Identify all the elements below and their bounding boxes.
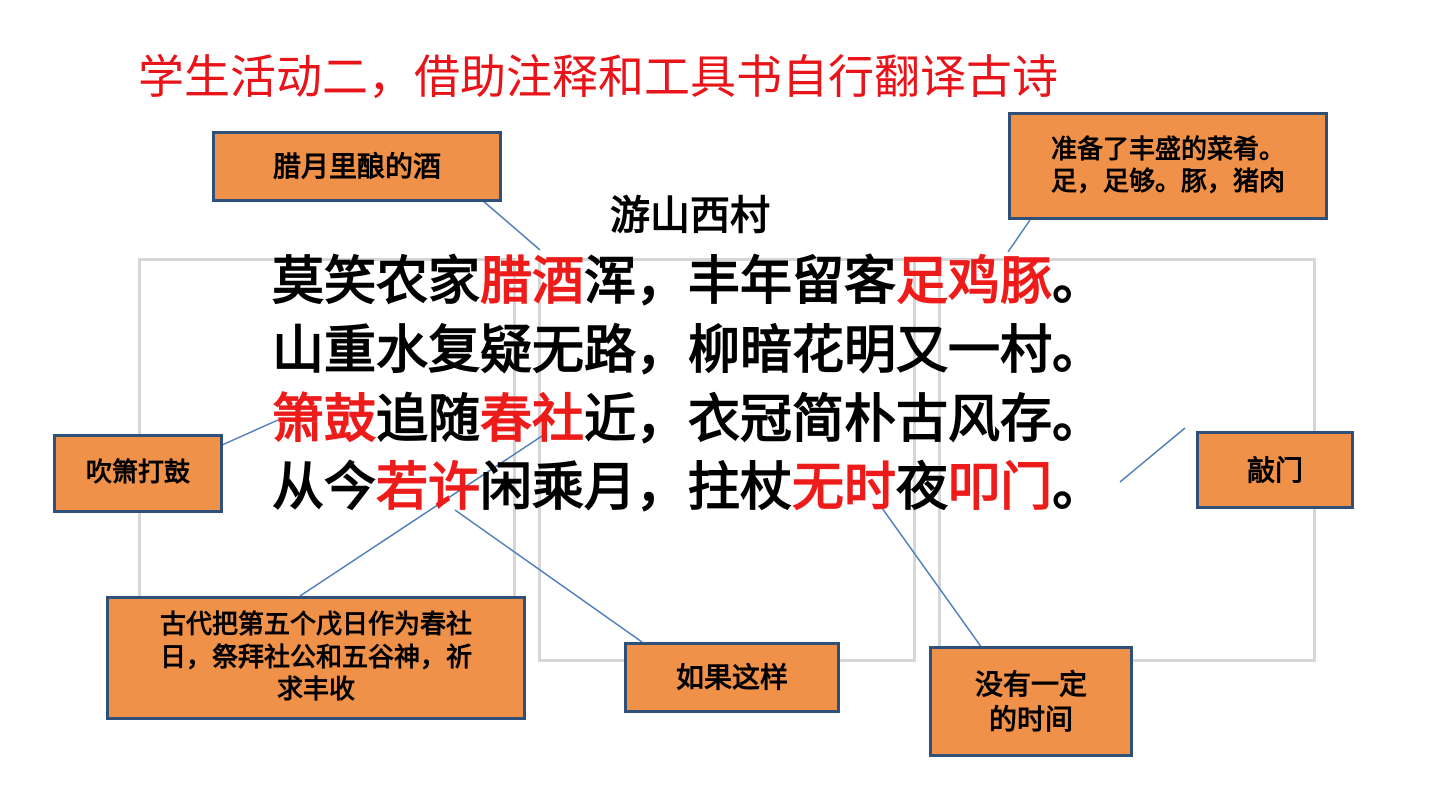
note-chunshe-line3: 求丰收: [276, 675, 355, 706]
note-xiaogu: 吹箫打鼓: [53, 434, 223, 513]
connector-zujitun: [1007, 219, 1031, 253]
note-wushi-line1: 没有一定: [974, 667, 1087, 701]
poem-line-4: 从今若许闲乘月，拄杖无时夜叩门。: [272, 458, 1105, 518]
poem-highlight-zujitun: 足鸡豚: [896, 252, 1053, 312]
poem-segment: 追随: [376, 390, 481, 450]
connector-chunshe: [299, 433, 546, 597]
note-koumen: 敲门: [1196, 431, 1354, 509]
poem-segment: 。: [1052, 458, 1105, 518]
note-zujitun-line1: 准备了丰盛的菜肴。: [1050, 134, 1285, 165]
note-zujitun: 准备了丰盛的菜肴。 足，足够。豚，猪肉: [1008, 112, 1328, 220]
poem-segment: 山重水复疑无路，柳暗花明又一村。: [272, 321, 1105, 381]
note-zujitun-line2: 足，足够。豚，猪肉: [1050, 167, 1285, 197]
note-layue-text: 腊月里酿的酒: [272, 150, 441, 183]
poem-highlight-ruoxu: 若许: [376, 458, 481, 518]
poem-highlight-chunshe: 春社: [480, 390, 585, 450]
poem-line-3: 箫鼓追随春社近，衣冠简朴古风存。: [272, 390, 1105, 450]
note-chunshe-line2: 日，祭拜社公和五谷神，祈: [159, 642, 472, 673]
connector-layue: [481, 199, 541, 251]
poem-line-1: 莫笑农家腊酒浑，丰年留客足鸡豚。: [272, 252, 1105, 312]
connector-koumen: [1119, 427, 1186, 483]
slide-title: 学生活动二，借助注释和工具书自行翻译古诗: [138, 50, 1058, 104]
poem-highlight-layue: 腊酒: [480, 252, 585, 312]
poem-highlight-koumen: 叩门: [948, 458, 1053, 518]
note-wushi: 没有一定 的时间: [929, 646, 1133, 757]
note-xiaogu-text: 吹箫打鼓: [85, 458, 190, 489]
note-koumen-text: 敲门: [1246, 453, 1303, 487]
poem-highlight-xiaogu: 箫鼓: [272, 390, 377, 450]
connector-xiaogu: [221, 419, 279, 446]
poem-segment: 近，衣冠简朴古风存。: [584, 390, 1105, 450]
poem-title: 游山西村: [610, 193, 770, 239]
note-wushi-line2: 的时间: [988, 702, 1073, 736]
note-ruoxu-text: 如果这样: [675, 661, 788, 694]
connector-ruoxu: [454, 509, 643, 643]
note-chunshe-line1: 古代把第五个戊日作为春社: [159, 610, 472, 641]
note-layue: 腊月里酿的酒: [212, 131, 502, 202]
poem-segment: 闲乘月，拄杖: [480, 458, 793, 518]
poem-segment: 夜: [896, 458, 949, 518]
poem-line-2: 山重水复疑无路，柳暗花明又一村。: [272, 321, 1105, 381]
poem-segment: 莫笑农家: [272, 252, 481, 312]
connector-wushi: [881, 507, 983, 649]
poem-highlight-wushi: 无时: [792, 458, 897, 518]
poem-segment: 浑，丰年留客: [584, 252, 897, 312]
note-ruoxu: 如果这样: [624, 642, 840, 713]
poem-segment: 。: [1052, 252, 1105, 312]
poem-segment: 从今: [272, 458, 377, 518]
note-chunshe: 古代把第五个戊日作为春社 日，祭拜社公和五谷神，祈 求丰收: [106, 596, 526, 720]
